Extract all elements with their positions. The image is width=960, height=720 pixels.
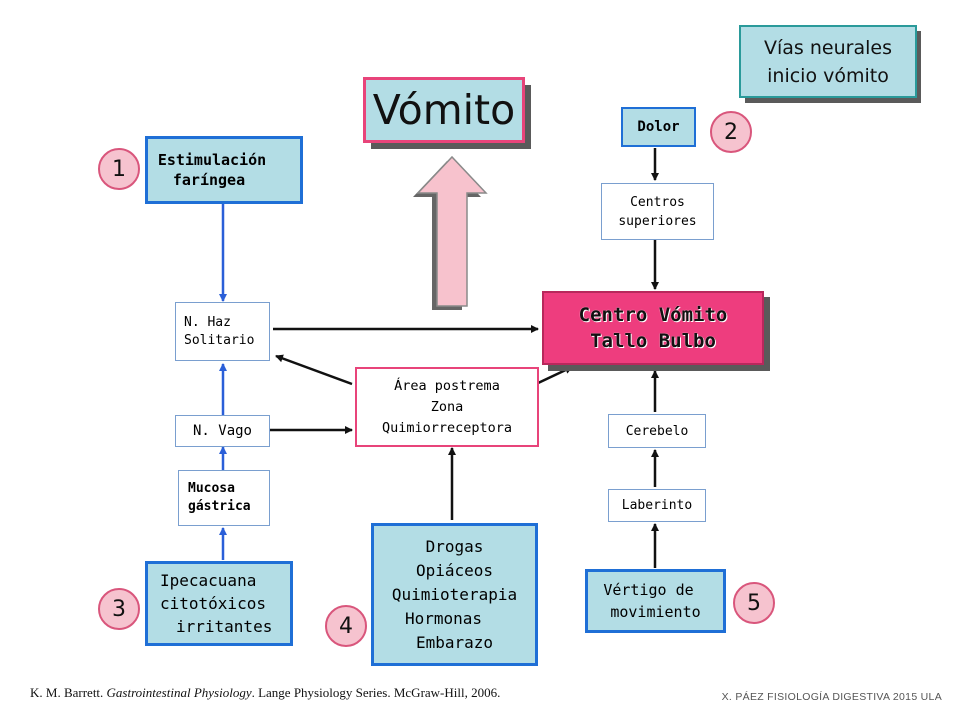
node-area-line-2: Zona: [430, 398, 464, 415]
legend-line-2: inicio vómito: [767, 64, 889, 87]
node-nvago-label: N. Vago: [192, 423, 252, 439]
node-drogas-line-1: Drogas: [425, 536, 484, 556]
footer-citation-rest: . Lange Physiology Series. McGraw-Hill, …: [251, 685, 501, 700]
node-mucosa-line-2: gástrica: [188, 499, 251, 514]
node-laberinto: Laberinto: [608, 489, 706, 522]
center-line-1: Centro Vómito: [578, 304, 728, 326]
node-nvago: N. Vago: [175, 415, 270, 447]
badge-2: 2: [710, 111, 752, 153]
badge-5: 5: [733, 582, 775, 624]
node-ipecacuana-line-2: citotóxicos: [160, 594, 266, 613]
node-area-line-3: Quimiorreceptora: [381, 419, 513, 436]
node-estimulacion: Estimulación faríngea: [145, 136, 303, 204]
node-centros-superiores: Centros superiores: [601, 183, 714, 240]
node-vertigo-line-2: movimiento: [610, 603, 701, 621]
node-drogas-line-4: Hormonas: [404, 608, 483, 628]
arrow-area-to-nhaz: [275, 354, 353, 386]
node-mucosa-line-1: Mucosa: [188, 481, 235, 496]
node-cerebelo: Cerebelo: [608, 414, 706, 448]
node-estimulacion-line-2: faríngea: [172, 171, 246, 189]
node-area-postrema: Área postrema Zona Quimiorreceptora: [355, 367, 539, 447]
node-nhaz: N. Haz Solitario: [175, 302, 270, 361]
node-dolor-label: Dolor: [637, 119, 680, 135]
node-drogas-line-3: Quimioterapia: [391, 584, 518, 604]
node-drogas-line-2: Opiáceos: [415, 560, 494, 580]
center-box: Centro Vómito Tallo Bulbo: [542, 291, 764, 365]
page-title: Vómito: [372, 86, 516, 134]
big-up-arrow: [416, 155, 488, 307]
node-cerebelo-label: Cerebelo: [625, 423, 689, 439]
footer-citation-book: Gastrointestinal Physiology: [106, 685, 252, 700]
node-ipecacuana-line-1: Ipecacuana: [160, 571, 257, 590]
node-nhaz-line-2: Solitario: [184, 332, 255, 348]
node-estimulacion-line-1: Estimulación: [157, 151, 267, 169]
node-ipecacuana-line-3: irritantes: [176, 617, 273, 636]
badge-3: 3: [98, 588, 140, 630]
node-centros-line-2: superiores: [618, 213, 697, 229]
legend-line-1: Vías neurales: [764, 36, 892, 59]
title-box: Vómito: [363, 77, 525, 143]
node-centros-line-1: Centros: [630, 194, 685, 210]
footer-citation-author: K. M. Barrett.: [30, 685, 107, 700]
node-ipecacuana: Ipecacuana citotóxicos irritantes: [145, 561, 293, 646]
badge-4: 4: [325, 605, 367, 647]
node-drogas-line-5: Embarazo: [415, 632, 494, 652]
center-line-2: Tallo Bulbo: [590, 330, 716, 352]
badge-1: 1: [98, 148, 140, 190]
legend-box: Vías neurales inicio vómito: [739, 25, 917, 98]
node-dolor: Dolor: [621, 107, 696, 147]
footer-citation: K. M. Barrett. Gastrointestinal Physiolo…: [30, 685, 500, 701]
node-vertigo: Vértigo de movimiento: [585, 569, 726, 633]
node-area-line-1: Área postrema: [394, 377, 500, 394]
node-vertigo-line-1: Vértigo de: [603, 581, 694, 599]
node-mucosa: Mucosa gástrica: [178, 470, 270, 526]
node-laberinto-label: Laberinto: [621, 498, 693, 513]
footer-credit: X. PÁEZ FISIOLOGÍA DIGESTIVA 2015 ULA: [721, 691, 942, 703]
node-drogas: Drogas Opiáceos Quimioterapia Hormonas E…: [371, 523, 538, 666]
node-nhaz-line-1: N. Haz: [184, 314, 231, 330]
